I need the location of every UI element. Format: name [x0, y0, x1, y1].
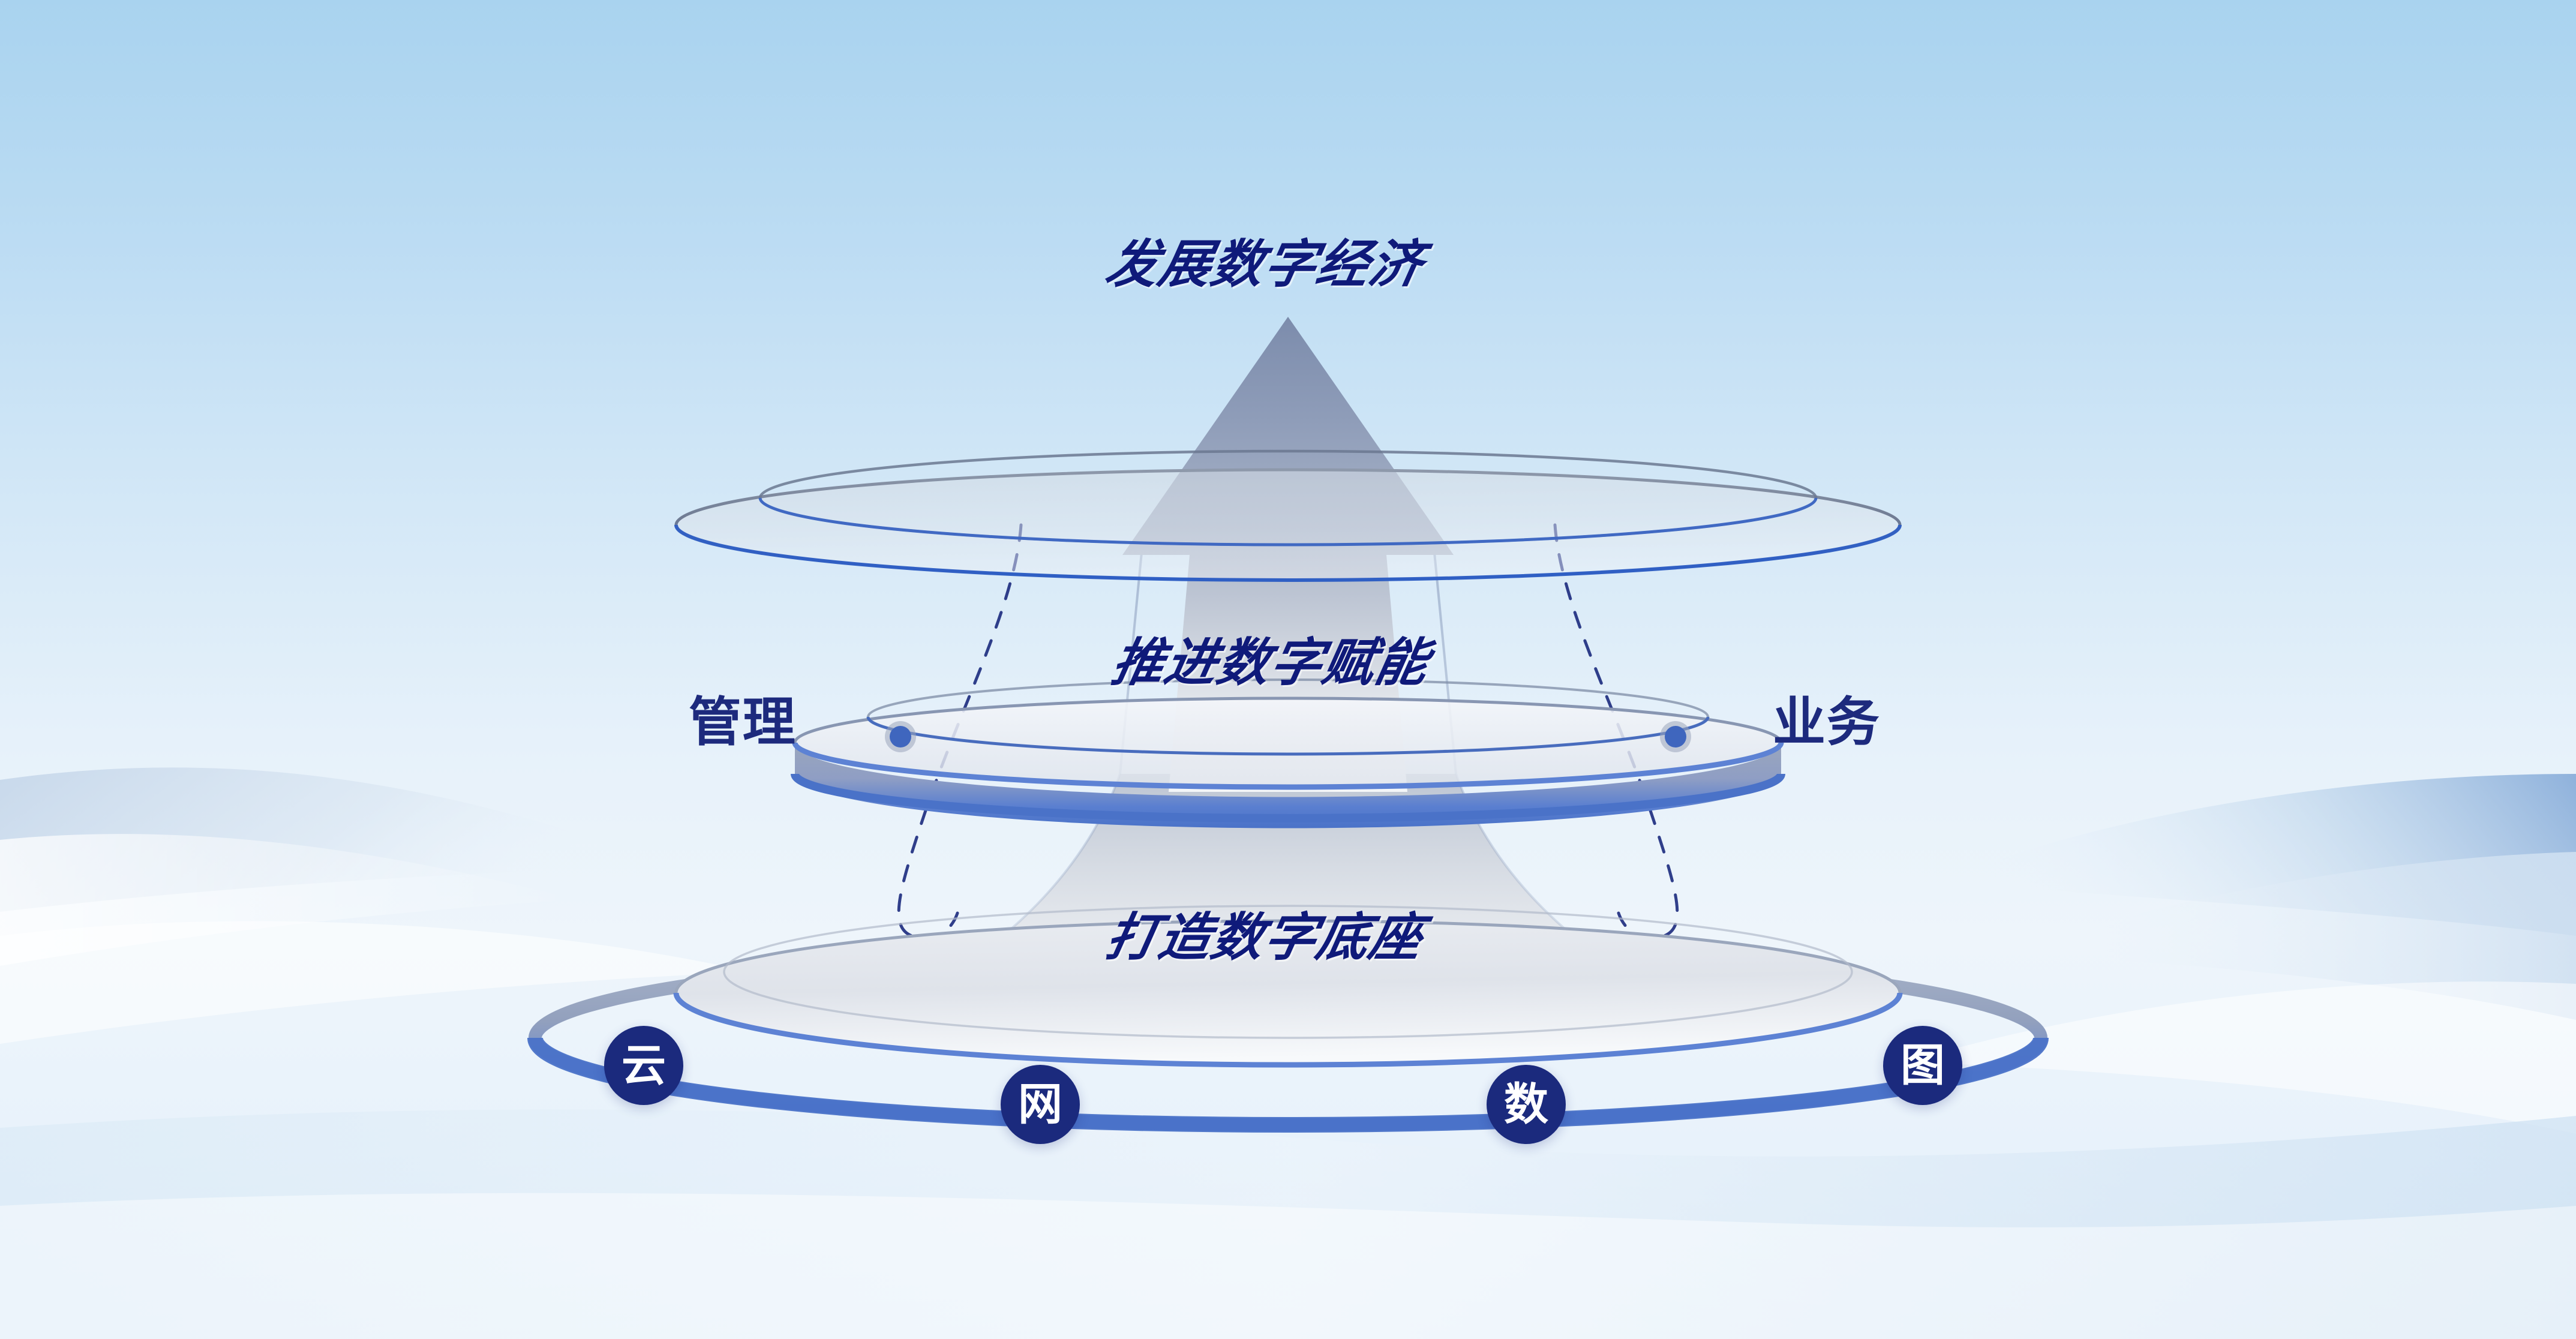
side-label-left: 管理	[689, 692, 797, 752]
pillar-label: 数	[1504, 1079, 1548, 1129]
tier-title-bottom: 打造数字底座	[1101, 909, 1428, 966]
tier-title-top: 发展数字经济	[1101, 236, 1428, 293]
pillar-cloud[interactable]: 云	[604, 1026, 683, 1105]
side-label-right: 业务	[1773, 692, 1881, 752]
pillar-network[interactable]: 网	[1001, 1065, 1080, 1144]
pillar-map[interactable]: 图	[1883, 1026, 1962, 1105]
pillar-label: 云	[622, 1040, 666, 1090]
tier-title-middle: 推进数字赋能	[1107, 634, 1434, 692]
pillar-label: 网	[1018, 1079, 1062, 1129]
pillar-label: 图	[1901, 1040, 1945, 1090]
pillar-data[interactable]: 数	[1487, 1065, 1566, 1144]
